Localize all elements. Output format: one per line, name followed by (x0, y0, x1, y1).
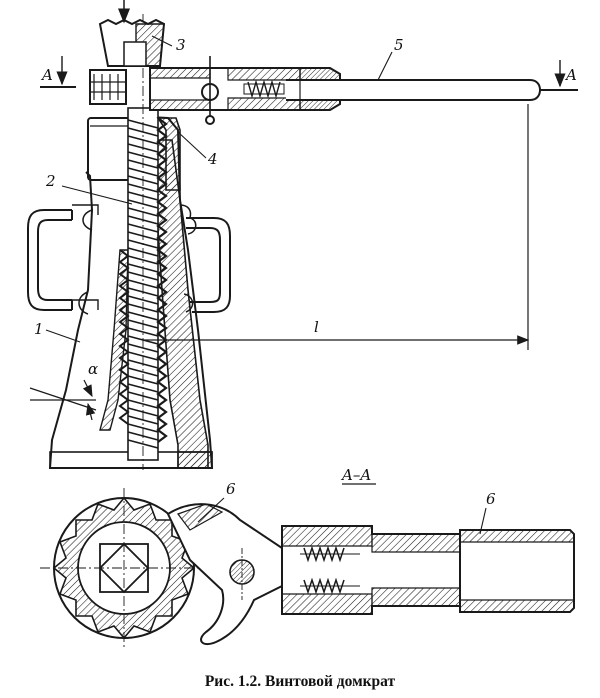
label-part-5: 5 (394, 36, 404, 54)
label-part-1: 1 (34, 320, 44, 338)
lever (40, 56, 578, 125)
label-part-6-tube: 6 (486, 490, 496, 508)
jack-body (48, 115, 214, 469)
left-handle (27, 209, 73, 311)
nut (156, 117, 181, 191)
label-part-2: 2 (45, 172, 56, 190)
label-part-6-pawl: 6 (226, 480, 236, 498)
section-mark-right: A (564, 66, 577, 84)
text-labels: 3 5 4 2 1 l α A A A–A 6 6 Рис. 1.2. Винт… (34, 36, 577, 690)
figure-caption: Рис. 1.2. Винтовой домкрат (205, 673, 396, 690)
leader-lines (45, 35, 393, 343)
label-part-4: 4 (207, 150, 218, 168)
label-length: l (314, 318, 319, 336)
jack-head (98, 0, 166, 67)
length-dimension (143, 104, 530, 350)
section-mark-left: A (40, 66, 53, 84)
section-title: A–A (340, 466, 371, 484)
ratchet-section (40, 483, 575, 650)
lead-screw (118, 14, 168, 470)
angle-alpha-marker (29, 379, 97, 421)
right-handle (186, 217, 231, 313)
label-part-3: 3 (176, 36, 186, 54)
label-angle-alpha: α (88, 360, 98, 378)
